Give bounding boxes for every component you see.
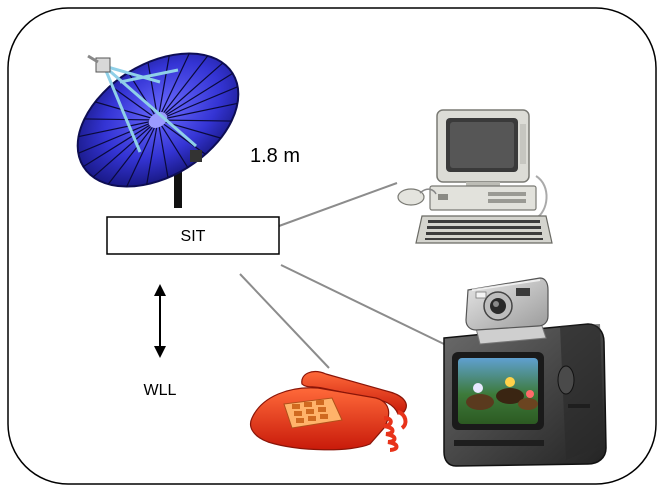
dish-size-label: 1.8 m: [250, 145, 300, 167]
computer-icon: [397, 109, 553, 244]
tv-icon: [443, 323, 607, 467]
sit-label: SIT: [181, 228, 206, 245]
telephone-icon: [249, 371, 408, 452]
satellite-dish-icon: [76, 52, 240, 208]
wll-label: WLL: [144, 382, 177, 399]
double-arrow-icon: [154, 284, 166, 358]
connector-sit-telephone: [239, 273, 330, 369]
camera-icon: [465, 277, 549, 345]
sit-box: [106, 216, 280, 255]
connector-sit-tv: [280, 264, 447, 346]
connector-sit-computer: [278, 182, 398, 227]
